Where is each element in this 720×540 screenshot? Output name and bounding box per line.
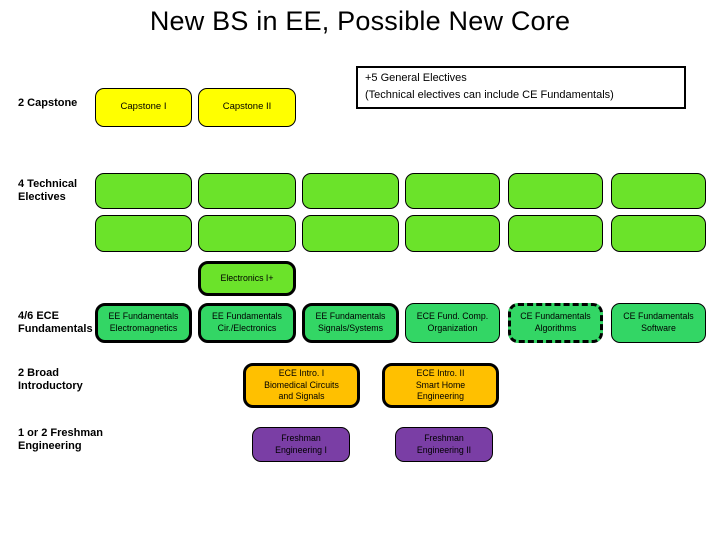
- row-label-technical-electives: 4 Technical Electives: [18, 178, 78, 204]
- row-label-ece-fundamentals: 4/6 ECE Fundamentals: [18, 310, 93, 336]
- general-electives-note: +5 General Electives (Technical elective…: [356, 66, 686, 109]
- capstone-1-label: Capstone I: [120, 101, 167, 113]
- technical-elective-box: [611, 215, 706, 252]
- technical-elective-box: [405, 215, 500, 252]
- row-label-capstone: 2 Capstone: [18, 97, 78, 109]
- page-title: New BS in EE, Possible New Core: [149, 6, 571, 36]
- ee-fundamentals-signals-systems-box: EE Fundamentals Signals/Systems: [302, 303, 399, 343]
- technical-elective-box: [302, 215, 399, 252]
- technical-elective-box: [95, 173, 192, 209]
- ece-intro-1-box: ECE Intro. I Biomedical Circuits and Sig…: [243, 363, 360, 408]
- ce-fundamentals-software-box: CE Fundamentals Software: [611, 303, 706, 343]
- electronics-1-plus-label: Electronics I+: [220, 272, 274, 283]
- freshman-engineering-2-box: Freshman Engineering II: [395, 427, 493, 462]
- freshman-engineering-1-box: Freshman Engineering I: [252, 427, 350, 462]
- ece-intro-2-box: ECE Intro. II Smart Home Engineering: [382, 363, 499, 408]
- electronics-1-plus-box: Electronics I+: [198, 261, 296, 296]
- ce-fundamentals-algorithms-box: CE Fundamentals Algorithms: [508, 303, 603, 343]
- ee-fundamentals-electromagnetics-box: EE Fundamentals Electromagnetics: [95, 303, 192, 343]
- technical-elective-box: [302, 173, 399, 209]
- technical-elective-box: [508, 215, 603, 252]
- row-label-freshman-engineering: 1 or 2 Freshman Engineering: [18, 427, 103, 453]
- technical-elective-box: [198, 215, 296, 252]
- capstone-2-label: Capstone II: [222, 101, 272, 113]
- note-line: (Technical electives can include CE Fund…: [365, 89, 614, 102]
- ee-fundamentals-circuits-electronics-box: EE Fundamentals Cir./Electronics: [198, 303, 296, 343]
- capstone-2-box: Capstone II: [198, 88, 296, 127]
- technical-elective-box: [95, 215, 192, 252]
- technical-elective-box: [405, 173, 500, 209]
- technical-elective-box: [508, 173, 603, 209]
- row-label-broad-introductory: 2 Broad Introductory: [18, 367, 83, 393]
- technical-elective-box: [611, 173, 706, 209]
- capstone-1-box: Capstone I: [95, 88, 192, 127]
- note-line: +5 General Electives: [365, 72, 467, 84]
- technical-elective-box: [198, 173, 296, 209]
- ece-fund-comp-organization-box: ECE Fund. Comp. Organization: [405, 303, 500, 343]
